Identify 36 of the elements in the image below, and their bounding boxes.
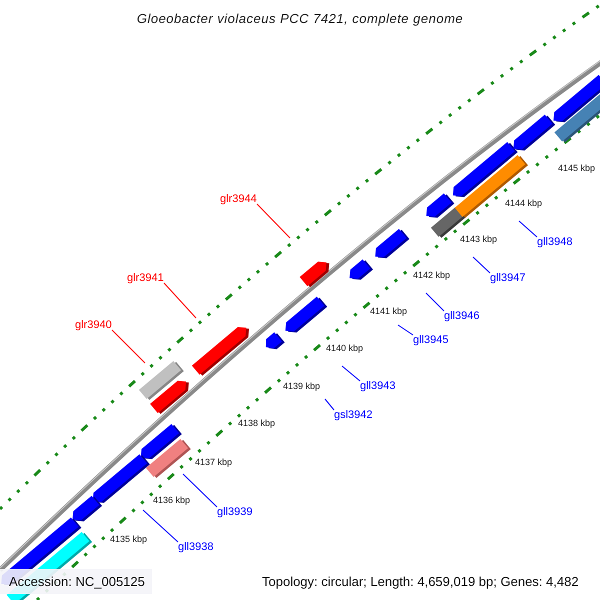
position-label: 4139 kbp — [283, 381, 320, 392]
leader-line — [518, 220, 538, 238]
position-label: 4136 kbp — [153, 495, 190, 506]
gene-label: gsl3942 — [334, 408, 373, 422]
position-label: 4142 kbp — [413, 270, 450, 281]
gene-label: gll3945 — [413, 333, 448, 347]
leader-line — [142, 510, 178, 542]
gene-label: gll3938 — [178, 540, 214, 554]
leader-line — [324, 398, 334, 410]
gene-label: glr3941 — [127, 271, 164, 285]
position-label: 4135 kbp — [110, 534, 148, 545]
leader-line — [426, 292, 444, 312]
map-title: Gloeobacter violaceus PCC 7421, complete genome — [136, 10, 464, 28]
leader-line — [256, 204, 290, 238]
position-label: 4144 kbp — [505, 198, 542, 209]
gene-label: gll3939 — [217, 505, 252, 519]
gene-label: gll3946 — [444, 309, 480, 323]
genome-info-text: Topology: circular; Length: 4,659,019 bp; Genes: 4,482 — [262, 573, 579, 591]
gene-label: glr3940 — [75, 318, 112, 332]
gene-label: gll3948 — [537, 235, 572, 249]
position-label: 4145 kbp — [558, 163, 596, 174]
leader-line — [182, 474, 218, 508]
leader-line — [164, 282, 196, 318]
position-label: 4140 kbp — [326, 343, 364, 354]
accession-label: Accession: NC_005125 — [0, 569, 152, 594]
position-label: 4138 kbp — [238, 418, 276, 429]
leader-line — [472, 256, 490, 274]
gene-label: glr3944 — [220, 192, 257, 206]
position-label: 4137 kbp — [195, 457, 232, 468]
leader-line — [398, 324, 414, 336]
leader-line — [342, 366, 360, 382]
leader-line — [112, 330, 146, 364]
position-label: 4141 kbp — [370, 306, 408, 317]
position-label: 4143 kbp — [460, 234, 498, 245]
gene-label: gll3943 — [360, 379, 396, 393]
gene-label: gll3947 — [490, 271, 526, 285]
